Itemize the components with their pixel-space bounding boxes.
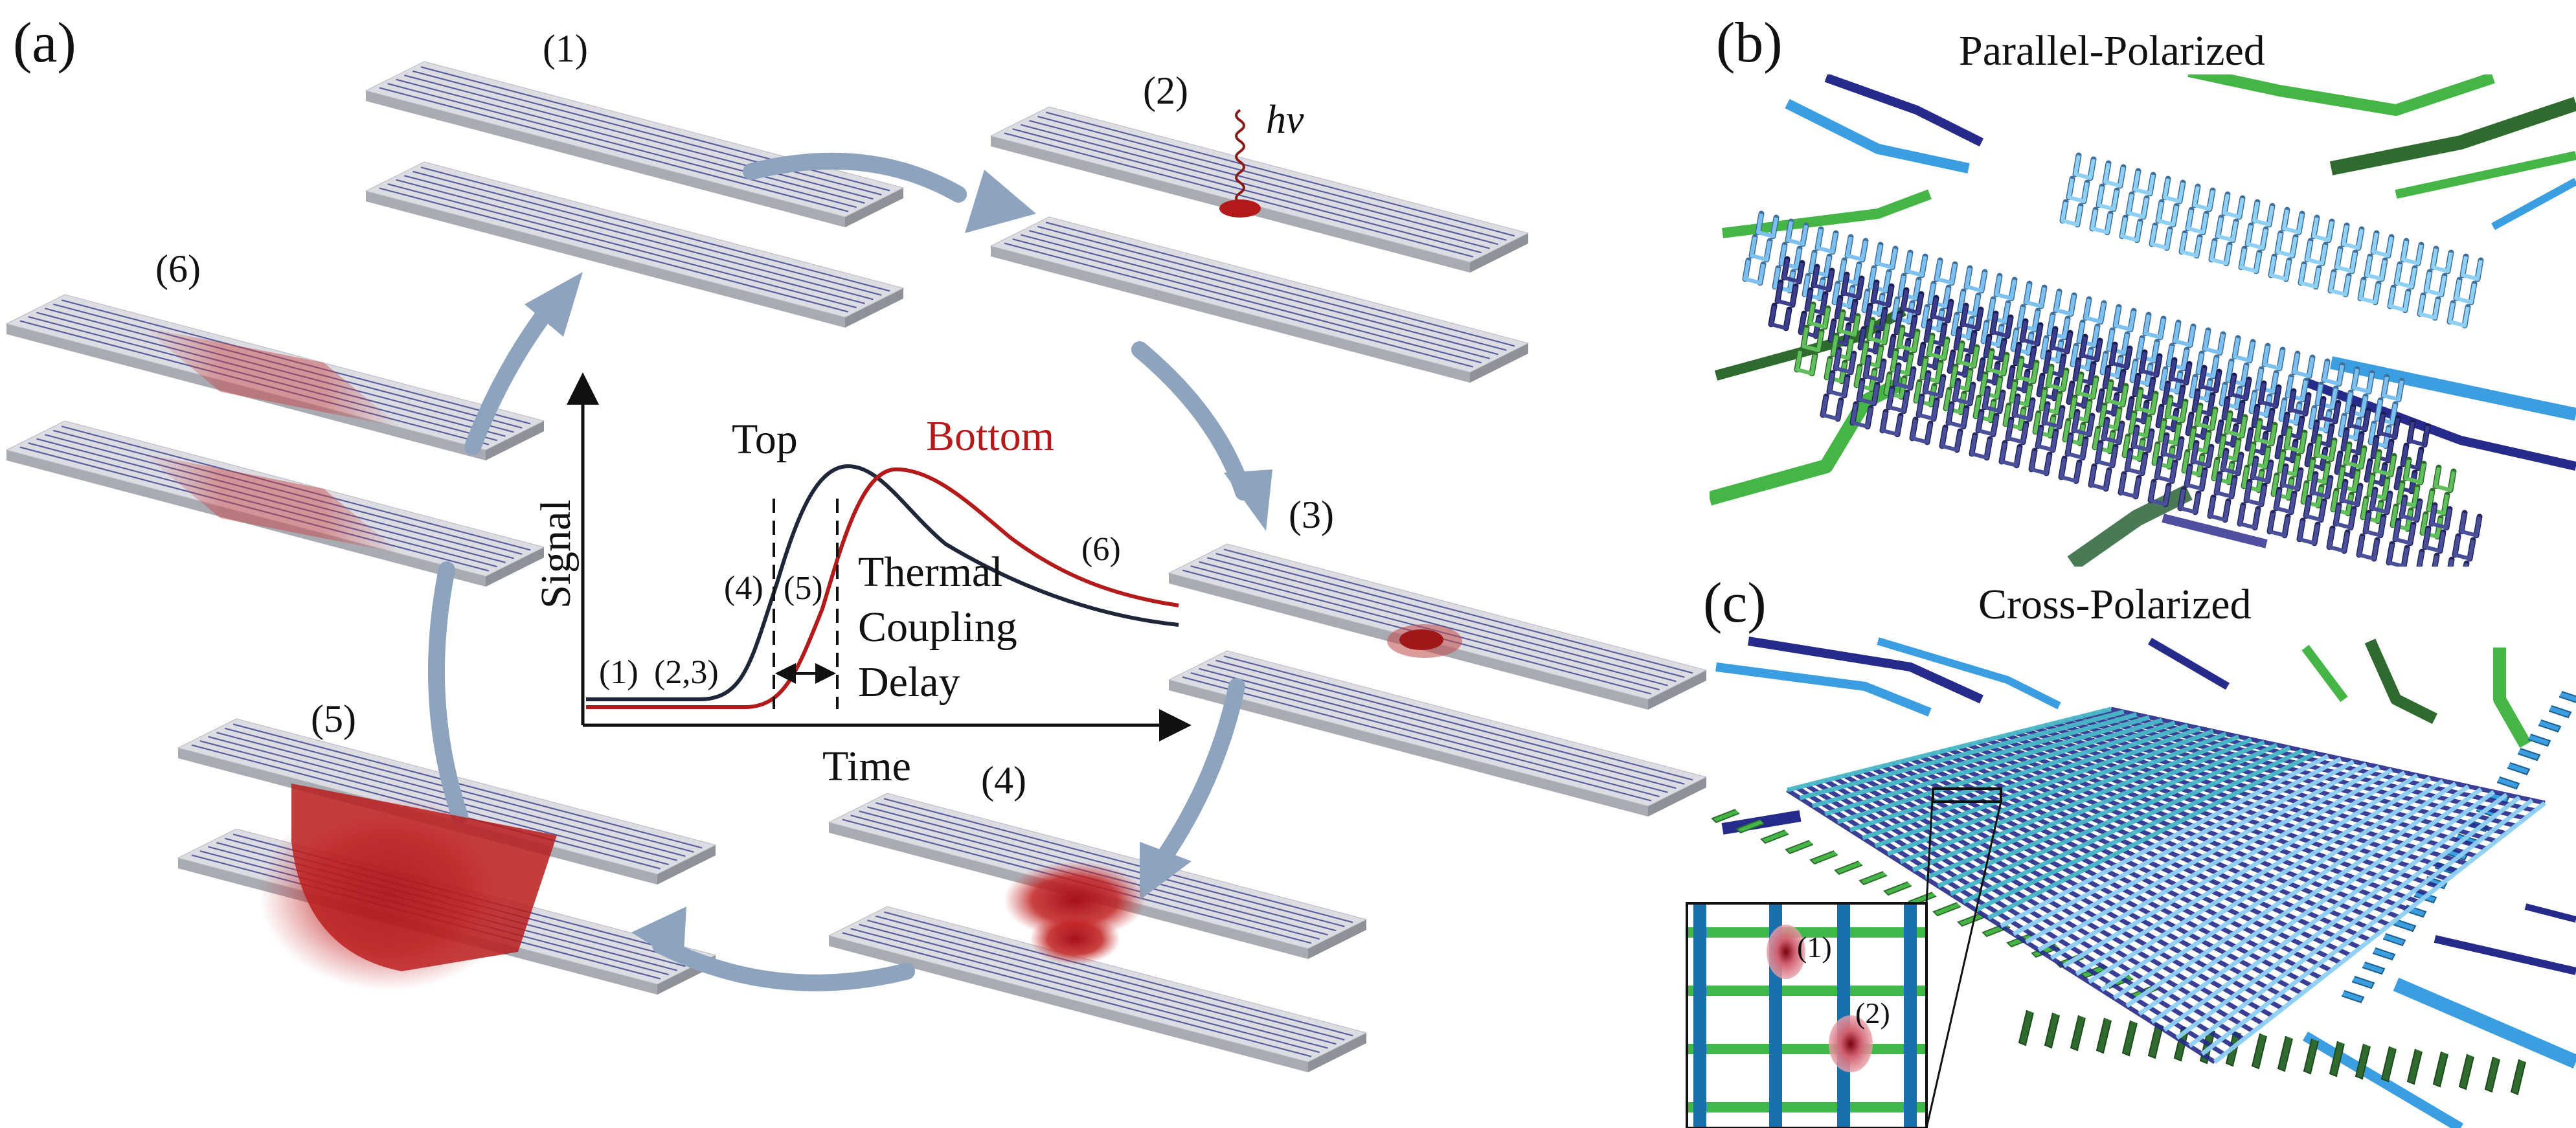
arrowhead-3-4: [1140, 842, 1192, 900]
bottom-label: Bottom: [926, 412, 1054, 460]
hotspot-step-3: [1387, 624, 1462, 658]
signal-plot: Signal Time Top Bottom (1) (2,3) (4) (5)…: [532, 372, 1192, 790]
hotspot-step-4: [1004, 861, 1146, 965]
inset-hotspot-2: [1829, 1015, 1873, 1072]
phase-label-5: (5): [784, 570, 823, 607]
photon-icon: [1219, 109, 1261, 218]
arrowhead-2-3: [1224, 469, 1272, 531]
hotspot-step-5: [259, 784, 557, 991]
bottom-curve: [586, 467, 1179, 709]
lead-trace: [1824, 74, 1984, 147]
step-label-3: (3): [1289, 493, 1334, 536]
cycle-arrow-5-6: [428, 561, 468, 824]
inset-magnified-view: (1) (2): [1686, 787, 2002, 1128]
step-label-5: (5): [311, 697, 356, 740]
phase-label-4: (4): [724, 570, 763, 607]
arrowhead-6-1: [525, 272, 583, 337]
lead-trace: [2364, 638, 2438, 725]
strip-4-bottom: [828, 906, 1368, 1072]
lead-trace: [1747, 637, 1983, 704]
cross-polarized-illustration: [1711, 637, 2576, 1128]
cycle-arrow-1-2: [743, 152, 967, 203]
lead-trace: [1714, 306, 1906, 381]
annotation-thermal: Thermal: [858, 548, 1003, 596]
plot-y-label: Signal: [532, 499, 580, 609]
lead-trace: [2493, 648, 2531, 748]
step-label-6: (6): [155, 247, 201, 290]
panel-a-letter: (a): [13, 12, 76, 74]
annotation-delay: Delay: [858, 659, 960, 706]
hotspot-step-6: [142, 327, 401, 554]
step-label-2: (2): [1143, 69, 1188, 112]
meander-array: [1742, 152, 2484, 567]
strip-1-top: [365, 61, 905, 227]
lead-trace: [1722, 189, 1932, 238]
arrowhead-1-2: [965, 170, 1036, 233]
lead-trace: [1715, 662, 1932, 717]
panel-c-title: Cross-Polarized: [1978, 581, 2252, 628]
annotation-coupling: Coupling: [858, 603, 1017, 651]
lead-trace: [2302, 1032, 2464, 1128]
lead-trace: [2329, 96, 2576, 175]
detector-strips: [5, 61, 1708, 1072]
plot-x-label: Time: [822, 743, 911, 790]
strip-3-bottom: [1168, 650, 1708, 817]
arrowhead-4-5: [631, 907, 686, 965]
cycle-arrow-3-4: [1157, 678, 1245, 863]
inset-label-1: (1): [1797, 931, 1832, 964]
panel-c-letter: (c): [1703, 572, 1767, 635]
phase-label-6: (6): [1081, 531, 1121, 568]
inset-hotspot-1: [1767, 925, 1805, 979]
step-label-4: (4): [981, 759, 1026, 802]
crossed-strip-grid: [1786, 706, 2547, 1064]
strip-1-bottom: [365, 161, 905, 328]
phase-label-23: (2,3): [654, 654, 719, 691]
lead-trace: [2395, 151, 2576, 199]
panel-b-title: Parallel-Polarized: [1959, 27, 2265, 74]
inset-label-2: (2): [1855, 997, 1890, 1030]
step-label-1: (1): [543, 27, 588, 70]
lead-trace: [1785, 98, 1970, 174]
panel-b-letter: (b): [1716, 12, 1783, 74]
phase-label-1: (1): [599, 654, 638, 691]
strip-2-bottom: [989, 216, 1530, 383]
cycle-arrow-heads: [525, 170, 1272, 965]
cycle-arrow-4-5: [652, 937, 915, 991]
lead-trace: [2491, 177, 2576, 231]
lead-trace: [2067, 484, 2193, 567]
lead-trace: [2524, 903, 2576, 923]
lead-trace: [2301, 644, 2348, 703]
lead-trace: [2303, 378, 2576, 471]
lead-trace: [2393, 977, 2576, 1069]
top-label: Top: [732, 416, 798, 463]
parallel-polarized-illustration: [1710, 74, 2576, 567]
lead-trace: [2162, 513, 2268, 548]
lead-trace: [2187, 74, 2495, 116]
lead-trace: [2147, 637, 2230, 690]
cycle-arrow-2-3: [1131, 341, 1252, 501]
lead-trace: [2434, 935, 2576, 975]
top-curve: [586, 464, 1179, 701]
photon-label: hν: [1266, 98, 1304, 142]
lead-trace: [1877, 637, 2061, 710]
